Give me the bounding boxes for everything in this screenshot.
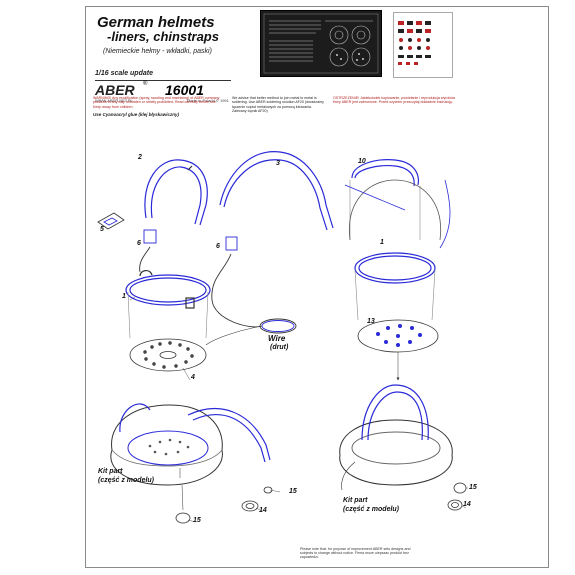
kit-part-right-polish: (część z modelu) [343, 506, 400, 513]
right-helmet-shell [339, 384, 453, 491]
etch-fret-drawing [263, 13, 379, 74]
part-1-liner-ring [125, 270, 211, 339]
decal-sheet-drawing [398, 21, 431, 65]
kit-part-right: Kit part [343, 497, 368, 504]
page-subtitle: -liners, chinstraps [107, 29, 219, 44]
part-label-1-right: 1 [380, 239, 384, 246]
photo-etch-fret [260, 10, 382, 77]
left-helmet-shell [110, 403, 271, 486]
wire-label-polish: (drut) [270, 344, 289, 351]
registered-mark: ® [143, 81, 148, 87]
brand-bar: ABER ® 16001 WWW.ABER.NET.PL Made in Pol… [95, 80, 231, 103]
part-label-10: 10 [358, 158, 366, 165]
website-link[interactable]: WWW.ABER.NET.PL [95, 98, 133, 103]
part-label-2: 2 [138, 154, 142, 161]
footer-note: Please note that, for purpose of improve… [300, 547, 411, 560]
polish-subtitle: (Niemieckie hełmy - wkładki, paski) [103, 48, 212, 55]
left-rivets [175, 468, 273, 524]
part-4-perforated-disc [129, 338, 207, 372]
part-5-bracket [97, 212, 125, 230]
part-label-15-left-a: 15 [289, 488, 297, 495]
part-label-13: 13 [367, 318, 375, 325]
kit-part-left-polish: (część z modelu) [98, 477, 155, 484]
part-6-clips [139, 229, 263, 328]
part-13-disc [357, 319, 439, 381]
part-label-6b: 6 [216, 243, 220, 250]
page-title: German helmets [97, 14, 215, 31]
instruction-sheet [85, 6, 549, 568]
decal-sheet [393, 12, 453, 78]
wire-ring [205, 318, 297, 346]
part-label-3: 3 [276, 160, 280, 167]
part-label-14-left: 14 [259, 507, 267, 514]
part-label-15-right: 15 [469, 484, 477, 491]
part-3-strap [219, 151, 334, 231]
brand-logo: ABER [95, 82, 135, 98]
right-helmet-outline [344, 179, 451, 249]
glue-note: Use Cyanoacryl glue (klej błyskawiczny) [93, 112, 180, 117]
part-label-14-right: 14 [463, 501, 471, 508]
part-2-headband [144, 159, 208, 226]
part-label-1-left: 1 [122, 293, 126, 300]
product-code: 16001 [165, 82, 204, 98]
scale-label: 1/16 scale update [95, 70, 153, 77]
kit-part-left: Kit part [98, 468, 123, 475]
part-label-15-left-b: 15 [193, 517, 201, 524]
warning-english: WARNING! Any modification (spray, sandin… [93, 96, 220, 109]
part-label-6a: 6 [137, 240, 141, 247]
made-in-label: Made in Poland © 1991 [187, 98, 229, 103]
warning-polish: OSTRZEŻENIE! Jakiekolwiek kopiowanie, po… [333, 96, 456, 105]
wire-label: Wire [268, 334, 286, 343]
part-10-strap [349, 159, 421, 240]
title-block: German helmets -liners, chinstraps (Niem… [93, 12, 233, 103]
right-liner-ring [354, 252, 436, 321]
part-label-4: 4 [191, 374, 195, 381]
soldering-note: We advise that better method to join met… [232, 96, 324, 114]
part-label-5: 5 [100, 226, 104, 233]
